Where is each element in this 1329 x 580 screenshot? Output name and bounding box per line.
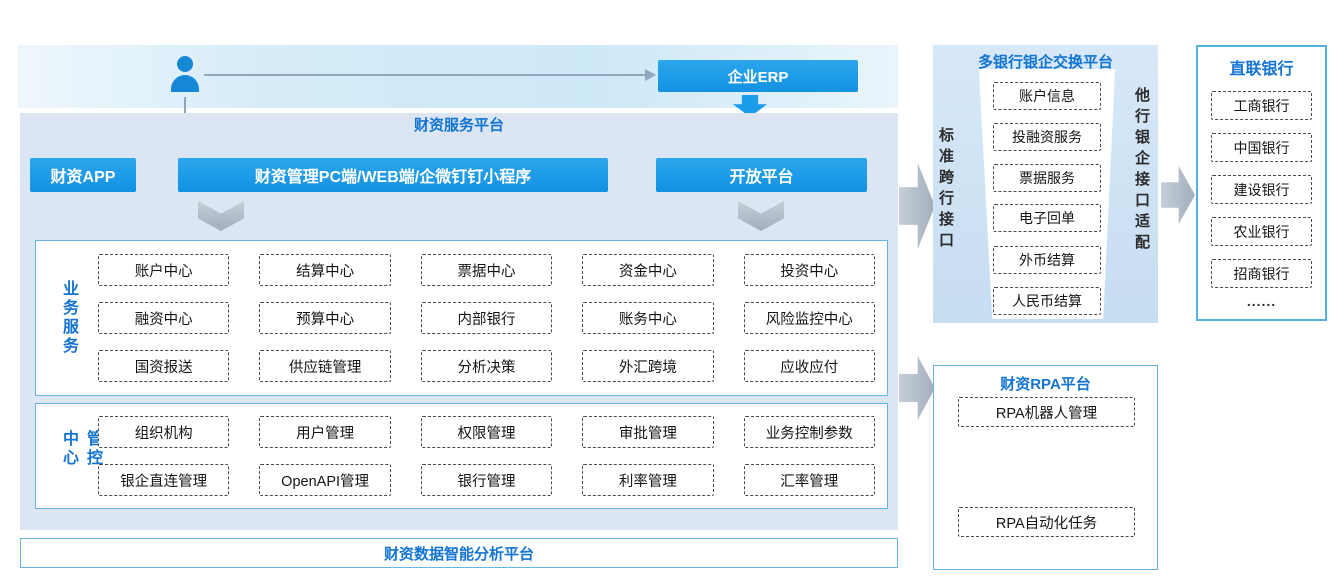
- platform-title: 财资服务平台: [413, 117, 504, 134]
- user-icon-body: [171, 75, 199, 92]
- business-services-section: 业务服务 账户中心 结算中心 票据中心 资金中心 投资中心 融资中心 预算中心 …: [35, 240, 888, 396]
- other-bank-adapter-label: 他行银企接口适配: [1133, 87, 1150, 255]
- business-service-item: 供应链管理: [259, 350, 391, 382]
- user-icon: [170, 56, 200, 96]
- open-platform-button: 开放平台: [656, 158, 867, 192]
- exchange-item: 电子回单: [993, 204, 1101, 232]
- erp-button: 企业ERP: [658, 60, 858, 92]
- business-service-item: 外汇跨境: [582, 350, 714, 382]
- exchange-platform-title: 多银行银企交换平台: [977, 54, 1113, 71]
- exchange-item: 票据服务: [993, 164, 1101, 192]
- control-center-item: 汇率管理: [743, 464, 875, 496]
- business-service-item: 预算中心: [259, 302, 391, 334]
- standard-interface-label: 标准跨行接口: [937, 127, 954, 253]
- control-center-item: 审批管理: [582, 416, 714, 448]
- section-label-control: 管控中心: [60, 430, 101, 468]
- control-center-item: 银行管理: [420, 464, 553, 496]
- bank-item: 招商银行: [1211, 259, 1312, 288]
- bank-item: 工商银行: [1211, 91, 1312, 120]
- rpa-item: RPA机器人管理: [958, 397, 1135, 427]
- business-service-item: 国资报送: [98, 350, 230, 382]
- business-service-item: 投资中心: [743, 254, 875, 286]
- control-center-item: 利率管理: [582, 464, 714, 496]
- exchange-item: 外币结算: [993, 246, 1101, 274]
- rpa-platform-title: 财资RPA平台: [1000, 376, 1091, 393]
- control-center-section: 管控中心 组织机构 用户管理 权限管理 审批管理 业务控制参数 银企直连管理 O…: [35, 403, 888, 509]
- business-service-item: 应收应付: [743, 350, 875, 382]
- business-service-item: 分析决策: [420, 350, 553, 382]
- exchange-item: 人民币结算: [993, 287, 1101, 315]
- direct-banks-panel: 直联银行 工商银行 中国银行 建设银行 农业银行 招商银行 ......: [1196, 45, 1327, 321]
- block-arrow-right-icon: [899, 163, 935, 249]
- exchange-item: 投融资服务: [993, 123, 1101, 151]
- business-service-item: 账户中心: [98, 254, 230, 286]
- user-icon-head: [177, 56, 193, 72]
- business-service-item: 资金中心: [582, 254, 714, 286]
- business-service-item: 内部银行: [420, 302, 553, 334]
- direct-banks-title: 直联银行: [1229, 61, 1294, 78]
- section-label-business: 业务服务: [60, 280, 77, 356]
- treasury-pc-web-button: 财资管理PC端/WEB端/企微钉钉小程序: [178, 158, 608, 192]
- control-center-item: 用户管理: [259, 416, 391, 448]
- business-service-item: 结算中心: [259, 254, 391, 286]
- exchange-item: 账户信息: [993, 82, 1101, 110]
- block-arrow-right-icon: [899, 356, 935, 420]
- rpa-item: RPA自动化任务: [958, 507, 1135, 537]
- analysis-platform-bar: 财资数据智能分析平台: [20, 538, 898, 568]
- arrow-right-icon: [645, 69, 656, 81]
- business-service-item: 融资中心: [98, 302, 230, 334]
- control-center-grid: 组织机构 用户管理 权限管理 审批管理 业务控制参数 银企直连管理 OpenAP…: [98, 404, 875, 508]
- exchange-platform-panel: 多银行银企交换平台 标准跨行接口 他行银企接口适配 账户信息 投融资服务 票据服…: [933, 45, 1158, 323]
- bank-item: 农业银行: [1211, 217, 1312, 246]
- bank-item: 中国银行: [1211, 133, 1312, 162]
- user-to-erp-connector: [204, 74, 646, 76]
- control-center-item: 业务控制参数: [743, 416, 875, 448]
- business-services-grid: 账户中心 结算中心 票据中心 资金中心 投资中心 融资中心 预算中心 内部银行 …: [98, 241, 875, 395]
- business-service-item: 风险监控中心: [743, 302, 875, 334]
- treasury-app-button: 财资APP: [30, 158, 136, 192]
- more-banks-ellipsis: ......: [1246, 293, 1277, 309]
- business-service-item: 账务中心: [582, 302, 714, 334]
- bank-item: 建设银行: [1211, 175, 1312, 204]
- user-branch-line: [184, 97, 186, 120]
- control-center-item: 银企直连管理: [98, 464, 230, 496]
- control-center-item: 组织机构: [98, 416, 230, 448]
- business-service-item: 票据中心: [420, 254, 553, 286]
- control-center-item: 权限管理: [420, 416, 553, 448]
- control-center-item: OpenAPI管理: [259, 464, 391, 496]
- funnel-shape: [978, 69, 1116, 319]
- rpa-platform-panel: 财资RPA平台 RPA机器人管理 RPA自动化任务: [933, 365, 1158, 570]
- block-arrow-right-icon: [1161, 166, 1195, 224]
